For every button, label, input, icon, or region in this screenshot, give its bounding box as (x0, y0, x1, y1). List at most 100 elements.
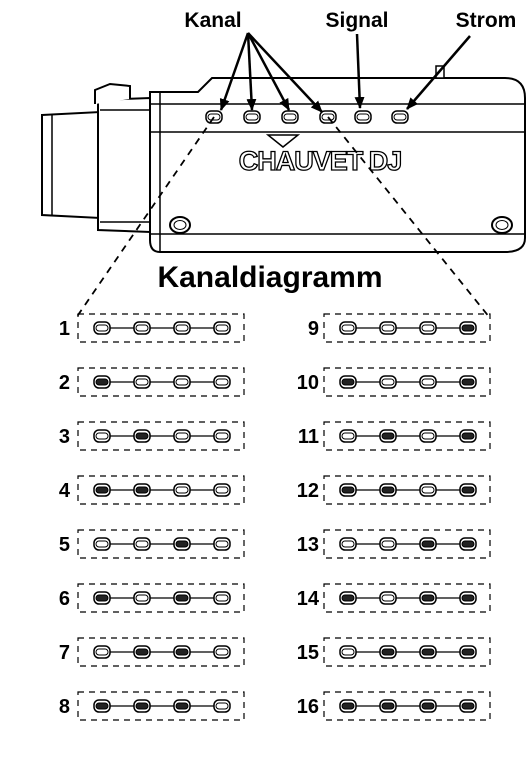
channel-row-led (93, 699, 111, 713)
channel-row-label: 3 (59, 426, 70, 448)
channel-row-led (419, 375, 437, 389)
channel-row-led (93, 429, 111, 443)
channel-row-frame (323, 475, 491, 505)
signal-arrow (354, 33, 365, 109)
channel-row-led (379, 321, 397, 335)
channel-row-led (419, 537, 437, 551)
channel-row-led (459, 537, 477, 551)
channel-row: 16 (297, 691, 491, 721)
connector-collar (97, 96, 151, 234)
brand-logo-text: CHAUVET DJ (239, 146, 402, 176)
channel-row: 10 (297, 367, 491, 397)
channel-row: 7 (59, 637, 245, 667)
channel-row-led (93, 645, 111, 659)
channel-row-led (379, 537, 397, 551)
channel-row-label: 10 (297, 372, 319, 394)
channel-row-label: 15 (297, 642, 319, 664)
signal-led (354, 110, 372, 124)
channel-row-led (419, 645, 437, 659)
channel-row-led (173, 429, 191, 443)
channel-row-label: 4 (59, 480, 71, 502)
channel-row-led (213, 375, 231, 389)
channel-row-led (133, 591, 151, 605)
zoom-guide-left (75, 116, 215, 319)
channel-row: 12 (297, 475, 491, 505)
channel-row-led (213, 537, 231, 551)
channel-row-led (459, 483, 477, 497)
channel-row: 9 (308, 313, 491, 343)
zoom-guide-lines (75, 116, 491, 319)
channel-row-led (173, 537, 191, 551)
channel-row-label: 14 (297, 588, 320, 610)
channel-arrow (246, 32, 291, 111)
channel-row: 15 (297, 637, 491, 667)
channel-row-label: 1 (59, 318, 70, 340)
channel-row: 4 (59, 475, 245, 505)
signal-callout-label: Signal (325, 9, 388, 32)
channel-row-frame (323, 583, 491, 613)
channel-row-label: 11 (298, 426, 319, 448)
channel-arrow (247, 32, 323, 113)
channel-row-led (213, 699, 231, 713)
channel-row-led (173, 375, 191, 389)
channel-led-3 (281, 110, 299, 124)
channel-row-led (459, 699, 477, 713)
channel-row-led (379, 591, 397, 605)
channel-row-label: 13 (297, 534, 319, 556)
channel-row-led (419, 321, 437, 335)
channel-row-frame (77, 421, 245, 451)
channel-row-led (93, 483, 111, 497)
channel-row-led (379, 483, 397, 497)
channel-row-frame (323, 313, 491, 343)
channel-row-led (339, 321, 357, 335)
channel-row-led (419, 429, 437, 443)
channel-row-label: 8 (59, 696, 70, 718)
channel-row-led (93, 375, 111, 389)
channel-row-frame (77, 583, 245, 613)
power-callout-label: Strom (456, 9, 517, 32)
channel-row-led (93, 321, 111, 335)
zoom-guide-right (327, 116, 491, 319)
channel-row-frame (323, 421, 491, 451)
channel-row-label: 9 (308, 318, 319, 340)
channel-row-frame (77, 529, 245, 559)
channel-row-led (459, 645, 477, 659)
channel-row-led (213, 483, 231, 497)
channel-row: 3 (59, 421, 245, 451)
connector-plug (41, 110, 101, 220)
channel-row-led (133, 699, 151, 713)
channel-row-led (339, 483, 357, 497)
channel-row: 6 (59, 583, 245, 613)
channel-row-frame (77, 367, 245, 397)
channel-row-led (213, 429, 231, 443)
channel-row-led (339, 429, 357, 443)
channel-row: 13 (297, 529, 491, 559)
power-led (391, 110, 409, 124)
channel-row-led (339, 699, 357, 713)
channel-arrow (246, 32, 257, 111)
channel-row-led (173, 483, 191, 497)
channel-row-led (213, 321, 231, 335)
channel-row-led (339, 591, 357, 605)
channel-row-led (419, 483, 437, 497)
channel-led-2 (243, 110, 261, 124)
channel-row-led (93, 591, 111, 605)
channel-row-led (339, 645, 357, 659)
channel-callout-label: Kanal (184, 9, 241, 32)
channel-row-frame (77, 475, 245, 505)
callout-arrows (219, 32, 471, 113)
channel-row-led (459, 321, 477, 335)
channel-row-led (379, 429, 397, 443)
channel-row-led (459, 591, 477, 605)
channel-row-label: 12 (297, 480, 319, 502)
channel-row-frame (323, 529, 491, 559)
channel-row-frame (77, 313, 245, 343)
channel-row-led (339, 537, 357, 551)
channel-row-label: 16 (297, 696, 319, 718)
channel-row: 11 (298, 421, 491, 451)
channel-row: 2 (59, 367, 245, 397)
channel-row-led (419, 699, 437, 713)
channel-row-led (379, 645, 397, 659)
